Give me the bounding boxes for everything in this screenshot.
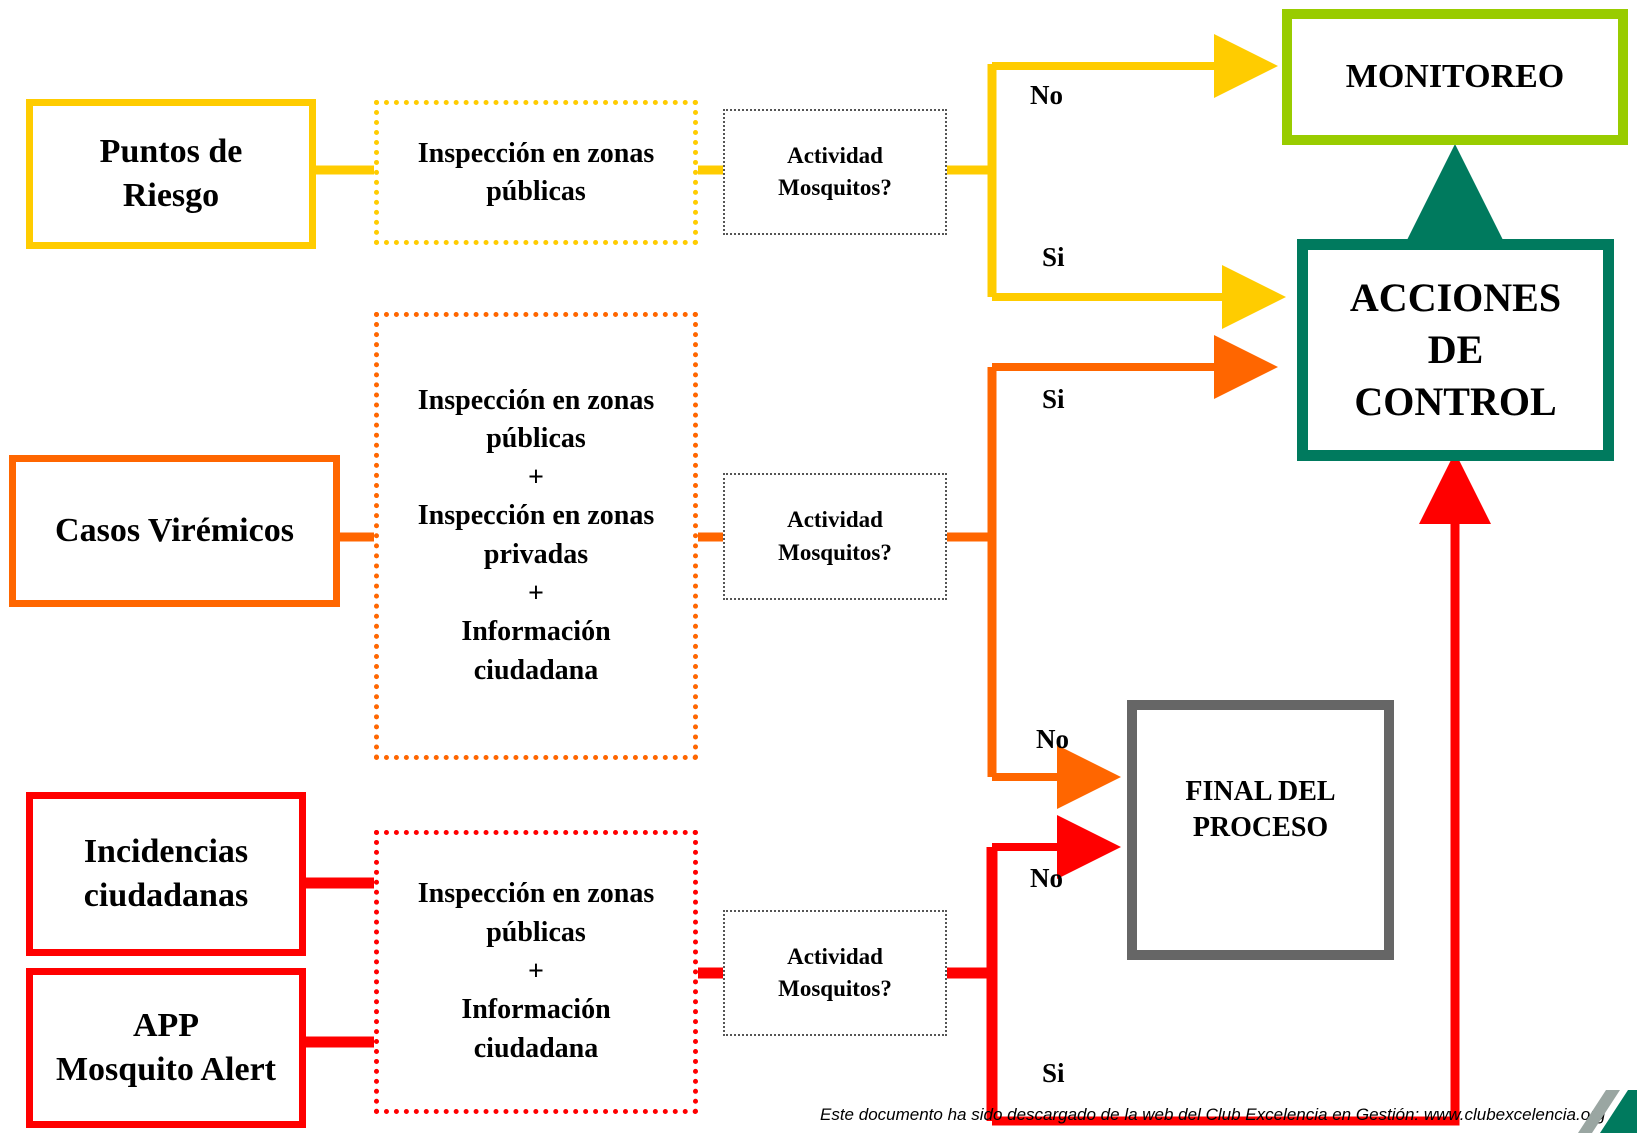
inspection-bot-line5: ciudadana (473, 1032, 599, 1064)
inspection-bottom: Inspección en zonas públicas + Informaci… (374, 830, 698, 1114)
source-incidencias-line1: Incidencias (83, 832, 249, 870)
label-top-si: Si (1042, 242, 1065, 272)
source-casos-line1: Casos Virémicos (55, 512, 294, 549)
outcome-monitoreo: MONITOREO (1282, 9, 1628, 145)
arrow-si-to-acciones-bot (992, 452, 1491, 1126)
inspection-bot-line4: Información (461, 994, 611, 1026)
source-puntos-line2: Riesgo (122, 177, 220, 214)
decision-middle: Actividad Mosquitos? (723, 473, 947, 600)
source-app-line1: APP (132, 1006, 200, 1044)
source-puntos-de-riesgo: Puntos de Riesgo (26, 99, 316, 249)
decision-bot-line1: Actividad (787, 943, 883, 969)
inspection-mid-line1: Inspección en zonas (417, 384, 655, 416)
acciones-line1: ACCIONES (1349, 275, 1562, 320)
label-top-no: No (1030, 80, 1063, 110)
inspection-middle: Inspección en zonas públicas + Inspecció… (374, 312, 698, 760)
final-line2: PROCESO (1192, 812, 1329, 843)
inspection-mid-line6: + (528, 577, 544, 609)
acciones-line2: DE (1427, 327, 1484, 372)
source-casos-viremicos: Casos Virémicos (9, 455, 340, 607)
outcome-final-del-proceso: FINAL DEL PROCESO (1127, 700, 1394, 960)
inspection-mid-line2: públicas (486, 423, 586, 455)
decision-bottom: Actividad Mosquitos? (723, 910, 947, 1036)
decision-mid-line2: Mosquitos? (778, 539, 892, 565)
inspection-mid-line4: Inspección en zonas (417, 500, 655, 532)
label-bot-si: Si (1042, 1058, 1065, 1088)
label-bot-no: No (1030, 863, 1063, 893)
inspection-mid-line3: + (528, 461, 544, 493)
decision-bot-line2: Mosquitos? (778, 976, 892, 1001)
inspection-top-line1: Inspección en zonas (417, 137, 655, 169)
label-mid-si: Si (1042, 384, 1065, 414)
source-incidencias-ciudadanas: Incidencias ciudadanas (26, 792, 306, 956)
label-mid-no: No (1036, 724, 1069, 754)
yellow-connectors (314, 34, 1286, 329)
source-app-mosquito-alert: APP Mosquito Alert (26, 968, 306, 1128)
inspection-mid-line5: privadas (483, 539, 589, 570)
inspection-top: Inspección en zonas públicas (374, 100, 698, 245)
inspection-bot-line1: Inspección en zonas (417, 878, 655, 910)
orange-connectors (338, 335, 1278, 809)
acciones-line3: CONTROL (1354, 379, 1557, 424)
inspection-top-line2: públicas (486, 175, 586, 207)
inspection-mid-line7: Información (461, 616, 611, 648)
outcome-acciones-de-control: ACCIONES DE CONTROL (1297, 239, 1614, 461)
monitoreo-label: MONITOREO (1345, 58, 1565, 95)
inspection-bot-line2: públicas (486, 917, 586, 949)
footer-watermark: Este documento ha sido descargado de la … (820, 1105, 1606, 1124)
decision-top-line1: Actividad (787, 142, 883, 168)
club-logo-icon (1578, 1090, 1637, 1133)
source-incidencias-line2: ciudadanas (83, 877, 249, 914)
decision-mid-line1: Actividad (787, 507, 883, 533)
decision-top: Actividad Mosquitos? (723, 109, 947, 235)
red-connectors (304, 452, 1491, 1126)
inspection-bot-line3: + (528, 955, 544, 987)
source-app-line2: Mosquito Alert (55, 1051, 277, 1088)
decision-top-line2: Mosquitos? (778, 175, 892, 200)
inspection-mid-line8: ciudadana (473, 654, 599, 686)
final-line1: FINAL DEL (1185, 775, 1336, 807)
source-puntos-line1: Puntos de (99, 132, 243, 170)
